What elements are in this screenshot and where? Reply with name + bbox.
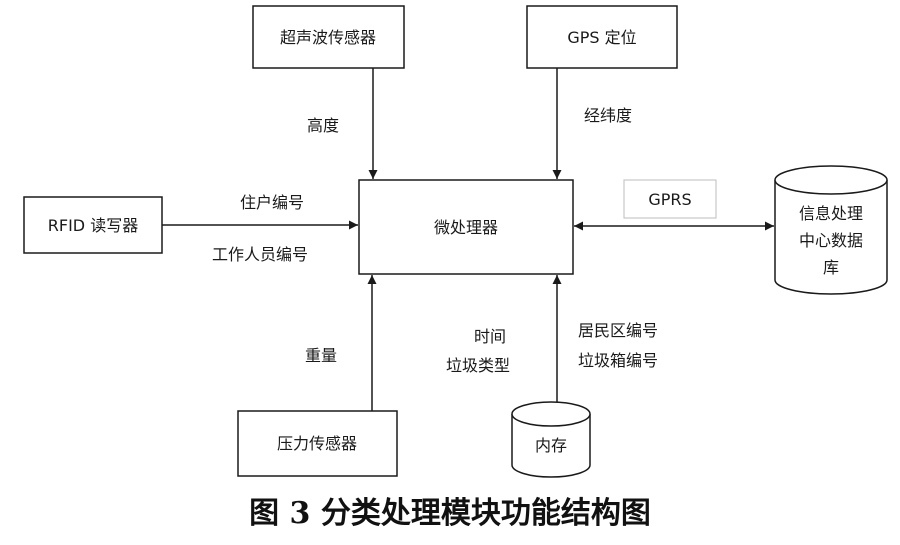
gps-node: GPS 定位 xyxy=(526,5,678,69)
edge-label-district-id: 居民区编号 xyxy=(578,321,658,340)
figure-caption: 图 3 分类处理模块功能结构图 xyxy=(249,496,651,531)
gprs-label: GPRS xyxy=(648,190,691,209)
rfid-reader-label: RFID 读写器 xyxy=(48,216,138,235)
gps-label: GPS 定位 xyxy=(567,28,636,47)
ultrasonic-sensor-node: 超声波传感器 xyxy=(252,5,405,69)
microprocessor-node: 微处理器 xyxy=(358,179,574,275)
edge-label-bin-id: 垃圾箱编号 xyxy=(578,351,658,370)
edge-label-staff-id: 工作人员编号 xyxy=(212,245,308,264)
edge-label-weight: 重量 xyxy=(305,346,337,365)
edge-label-time: 时间 xyxy=(474,327,506,346)
info-center-label-line3: 库 xyxy=(823,258,839,277)
pressure-sensor-label: 压力传感器 xyxy=(277,434,357,453)
info-center-label-line2: 中心数据 xyxy=(799,231,863,250)
gprs-node: GPRS xyxy=(623,179,717,219)
pressure-sensor-node: 压力传感器 xyxy=(237,410,398,477)
edge-label-resident-id: 住户编号 xyxy=(240,193,304,212)
edge-label-waste-type: 垃圾类型 xyxy=(446,356,510,375)
memory-node: 内存 xyxy=(511,401,591,478)
memory-label: 内存 xyxy=(535,436,567,455)
info-center-database-node: 信息处理 中心数据 库 xyxy=(774,165,888,295)
edge-label-lat-lng: 经纬度 xyxy=(584,106,632,125)
info-center-label-line1: 信息处理 xyxy=(799,204,863,223)
edge-label-height: 高度 xyxy=(307,116,339,135)
rfid-reader-node: RFID 读写器 xyxy=(23,196,163,254)
microprocessor-label: 微处理器 xyxy=(434,218,498,237)
ultrasonic-sensor-label: 超声波传感器 xyxy=(280,28,376,47)
